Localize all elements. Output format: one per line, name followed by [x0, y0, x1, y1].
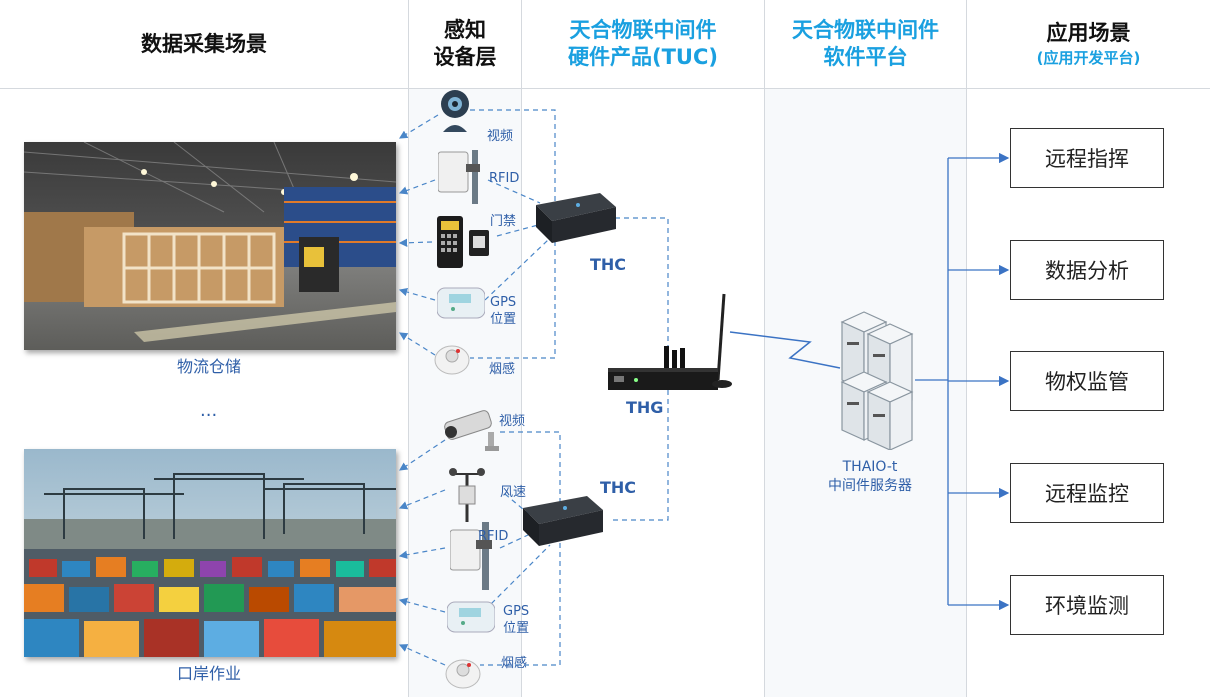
g1-label-rfid: RFID — [489, 171, 520, 186]
header-divider — [0, 88, 1210, 89]
ellipsis: ... — [200, 400, 218, 421]
port-caption: 口岸作业 — [177, 664, 242, 683]
header-devices-line1: 感知 — [444, 18, 486, 42]
header-apps-subtitle: (应用开发平台) — [1036, 48, 1141, 67]
thc-device-icon — [523, 496, 603, 546]
g1-label-smoke: 烟感 — [489, 362, 516, 377]
g2-label-gps-text: GPS 位置 — [503, 604, 530, 636]
g2-label-smoke: 烟感 — [501, 656, 528, 671]
g2-label-rfid: RFID — [478, 529, 509, 544]
anemometer-icon — [449, 468, 485, 522]
port-photo — [24, 449, 396, 657]
divider — [521, 0, 522, 697]
g1-label-gps-text: GPS 位置 — [490, 295, 517, 327]
thc-label-top: THC — [590, 255, 627, 274]
app-property-supervision[interactable]: 物权监管 — [1010, 351, 1164, 411]
header-software: 天合物联中间件 软件平台 — [765, 0, 966, 88]
hardware-column-bg — [522, 88, 764, 697]
warehouse-photo — [24, 142, 396, 350]
smoke-detector-icon — [445, 659, 481, 689]
g1-label-access: 门禁 — [490, 214, 517, 229]
g2-label-video: 视频 — [499, 414, 526, 429]
rfid-reader-icon — [450, 522, 492, 590]
gps-device-icon — [437, 287, 485, 319]
cctv-camera-icon — [444, 410, 499, 451]
server-icon — [840, 311, 914, 450]
header-apps-title: 应用场景 — [1046, 20, 1131, 45]
header-hardware-line2: 硬件产品(TUC) — [568, 45, 718, 69]
server-desc: 中间件服务器 — [828, 478, 912, 494]
thg-gateway-icon — [608, 293, 732, 390]
divider — [408, 0, 409, 697]
header-hardware-line1: 天合物联中间件 — [569, 18, 717, 42]
app-data-analysis[interactable]: 数据分析 — [1010, 240, 1164, 300]
thg-label: THG — [626, 398, 664, 417]
thc-device-icon — [536, 193, 616, 243]
header-apps: 应用场景 (应用开发平台) — [967, 0, 1210, 88]
server-label: THAIO-t 中间件服务器 — [800, 458, 940, 496]
g2-label-gps: GPS 位置 — [503, 603, 529, 637]
thc-label-bottom: THC — [600, 478, 637, 497]
warehouse-caption: 物流仓储 — [177, 357, 242, 376]
g1-label-gps: GPS 位置 — [490, 294, 516, 328]
header-devices-line2: 设备层 — [433, 45, 497, 69]
access-control-icon — [437, 216, 489, 268]
camera-icon — [441, 90, 469, 132]
header-devices: 感知 设备层 — [409, 0, 521, 88]
app-environment-monitoring[interactable]: 环境监测 — [1010, 575, 1164, 635]
divider — [966, 0, 967, 697]
server-name: THAIO-t — [842, 459, 898, 475]
app-remote-monitoring[interactable]: 远程监控 — [1010, 463, 1164, 523]
header-software-line1: 天合物联中间件 — [792, 18, 939, 42]
header-hardware: 天合物联中间件 硬件产品(TUC) — [522, 0, 764, 88]
g1-label-video: 视频 — [487, 129, 514, 144]
rfid-reader-icon — [438, 150, 480, 204]
g2-label-wind: 风速 — [500, 485, 527, 500]
gps-device-icon — [447, 601, 495, 633]
header-software-line2: 软件平台 — [823, 45, 908, 69]
divider — [764, 0, 765, 697]
header-scenes: 数据采集场景 — [0, 0, 408, 88]
smoke-detector-icon — [434, 345, 470, 375]
app-remote-command[interactable]: 远程指挥 — [1010, 128, 1164, 188]
header-scenes-text: 数据采集场景 — [141, 31, 267, 56]
